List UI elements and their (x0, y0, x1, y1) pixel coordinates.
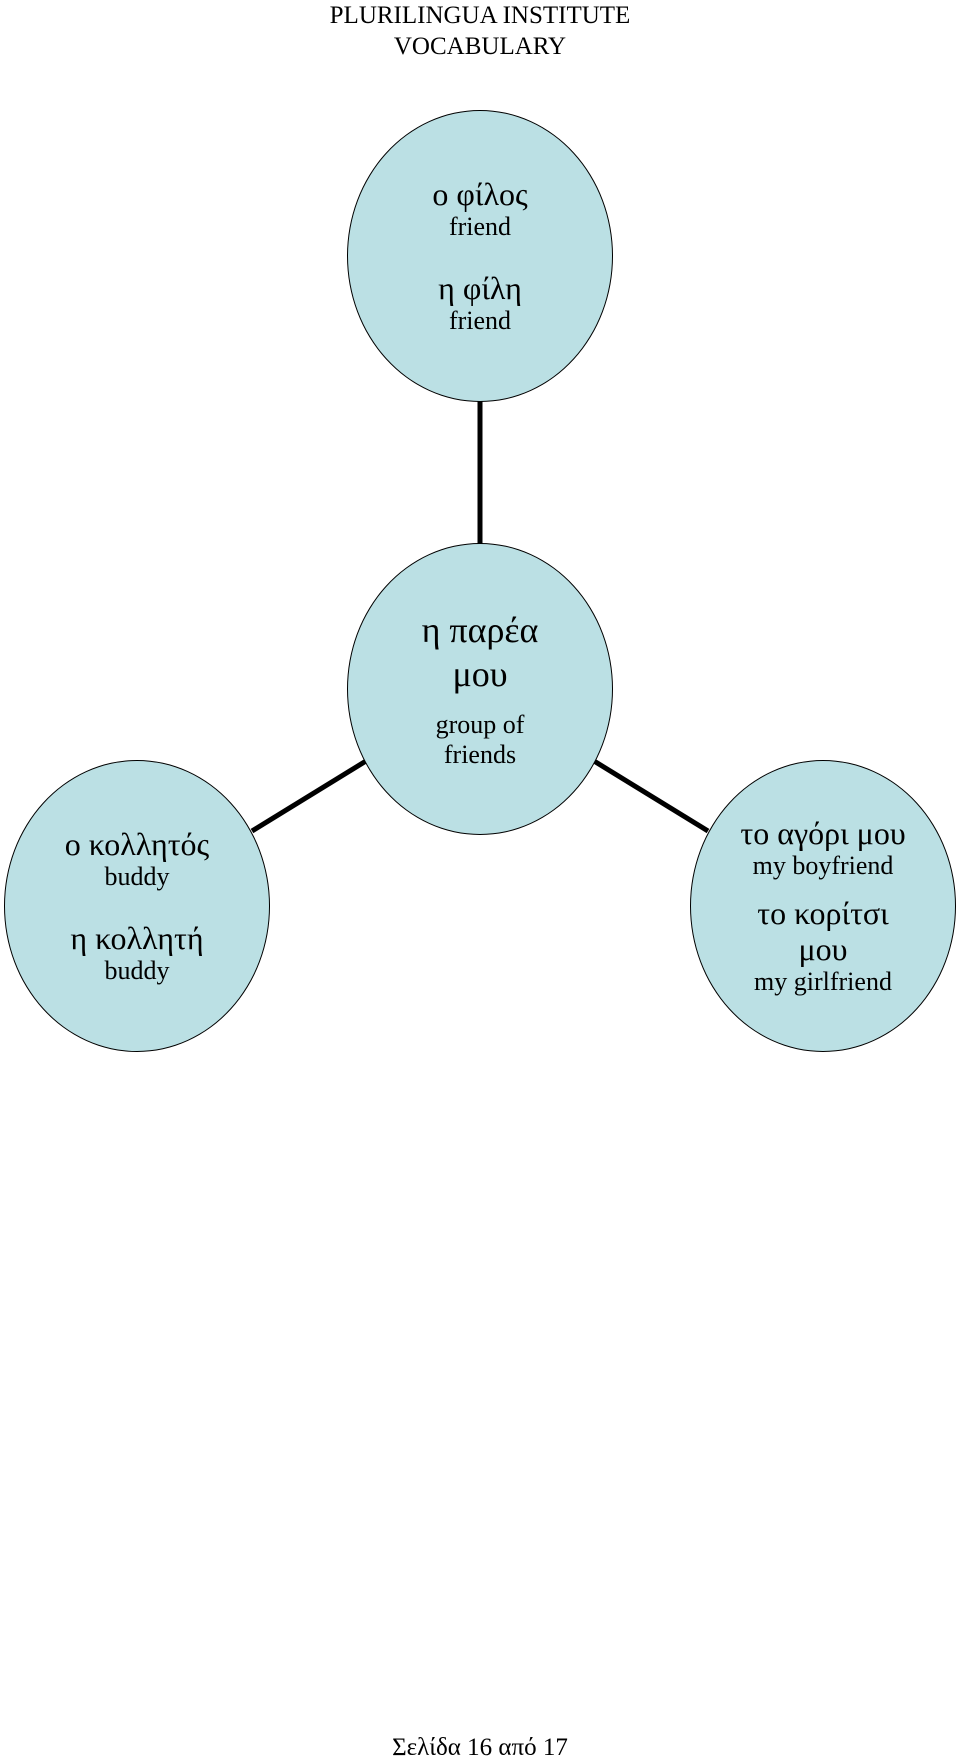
english-translation: group of (435, 710, 525, 739)
vocabulary-title: VOCABULARY (393, 33, 567, 60)
greek-term: ο κολλητός (64, 826, 210, 862)
vocab-pair: το αγόρι μου my boyfriend (740, 815, 905, 881)
greek-term: ο φίλος (432, 176, 528, 212)
vocab-pair: ο κολλητός buddy (65, 826, 209, 892)
page-header: PLURILINGUA INSTITUTE VOCABULARY (0, 0, 960, 62)
page-number: Σελίδα 16 από 17 (392, 1734, 568, 1761)
english-translation: friend (448, 212, 512, 241)
greek-term: η κολλητή (70, 920, 204, 956)
institute-title: PLURILINGUA INSTITUTE (329, 2, 631, 29)
greek-term: η παρέα (421, 610, 539, 650)
english-translation: my boyfriend (752, 851, 894, 880)
greek-term: το κορίτσι (757, 895, 889, 931)
vocab-pair: το κορίτσι μου my girlfriend (754, 895, 892, 997)
connector-right (592, 758, 710, 834)
english-translation: friends (443, 740, 517, 769)
connector-left (250, 758, 368, 834)
english-translation: my girlfriend (754, 967, 892, 996)
vocab-pair: η κολλητή buddy (70, 920, 203, 986)
english-translation: buddy (104, 956, 170, 985)
greek-term: μου (798, 931, 848, 967)
greek-term: η φίλη (438, 270, 522, 306)
node-buddy: ο κολλητός buddy η κολλητή buddy (4, 760, 270, 1052)
greek-term: το αγόρι μου (740, 815, 906, 851)
vocab-pair: ο φίλος friend (432, 176, 527, 242)
english-translation: buddy (104, 862, 170, 891)
node-boyfriend-girlfriend: το αγόρι μου my boyfriend το κορίτσι μου… (690, 760, 956, 1052)
vocab-pair: η φίλη friend (438, 270, 522, 336)
node-friend: ο φίλος friend η φίλη friend (347, 110, 613, 402)
english-translation: friend (448, 306, 512, 335)
node-group-of-friends: η παρέα μου group of friends (347, 543, 613, 835)
greek-term: μου (452, 654, 508, 694)
